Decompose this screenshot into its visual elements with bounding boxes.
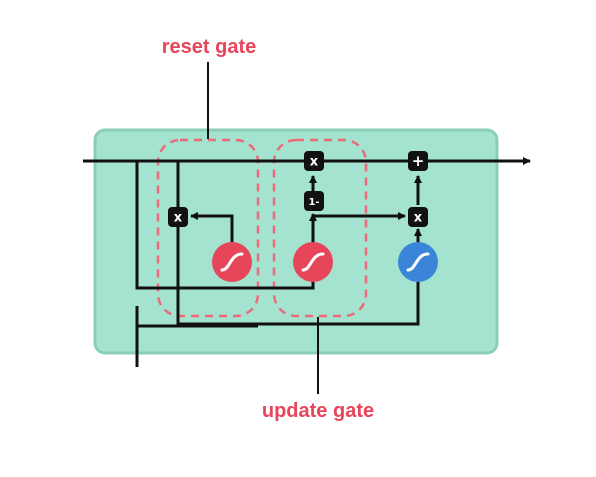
tanh-curve-icon <box>406 252 430 272</box>
multiply-operator-left: x <box>168 207 188 227</box>
multiply-operator-top: x <box>304 151 324 171</box>
svg-text:+: + <box>412 152 425 170</box>
reset-sigmoid-gate <box>212 242 252 282</box>
update-sigmoid-gate <box>293 242 333 282</box>
sigmoid-curve-icon <box>220 252 244 272</box>
update-gate-region <box>272 138 368 318</box>
svg-text:1-: 1- <box>308 197 319 208</box>
svg-text:x: x <box>174 211 183 226</box>
reset-gate-label: reset gate <box>162 36 257 58</box>
one-minus-operator: 1- <box>304 191 324 211</box>
svg-text:x: x <box>310 155 319 170</box>
multiply-operator-right: x <box>408 207 428 227</box>
reset-gate-region <box>156 138 260 318</box>
add-operator-top: + <box>408 151 428 171</box>
sigmoid-curve-icon <box>301 252 325 272</box>
cell-body <box>93 128 499 355</box>
tanh-gate <box>398 242 438 282</box>
update-gate-label: update gate <box>262 400 374 422</box>
svg-text:x: x <box>414 211 423 226</box>
